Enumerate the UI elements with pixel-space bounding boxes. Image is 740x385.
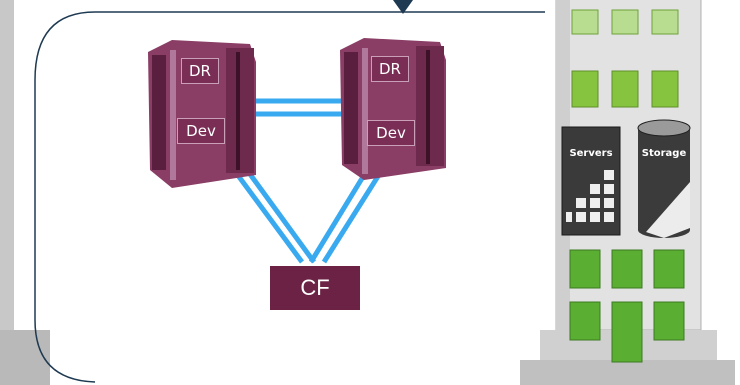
left-edge-base	[0, 330, 50, 385]
server-right-dr-label: DR	[371, 56, 409, 82]
server-left-dev-label: Dev	[177, 118, 225, 144]
server-left-dr-label: DR	[181, 58, 219, 84]
servers-label: Servers	[569, 148, 613, 159]
data-center-building	[520, 0, 735, 385]
left-edge-object	[0, 0, 14, 385]
storage-label: Storage	[641, 148, 687, 159]
network-frame	[34, 11, 545, 383]
storage-cylinder	[637, 119, 691, 238]
down-arrow-icon	[393, 0, 413, 14]
cf-box: CF	[270, 266, 360, 310]
server-right	[340, 38, 446, 180]
server-left	[148, 40, 256, 188]
links	[231, 98, 390, 264]
server-right-dev-label: Dev	[367, 120, 415, 146]
